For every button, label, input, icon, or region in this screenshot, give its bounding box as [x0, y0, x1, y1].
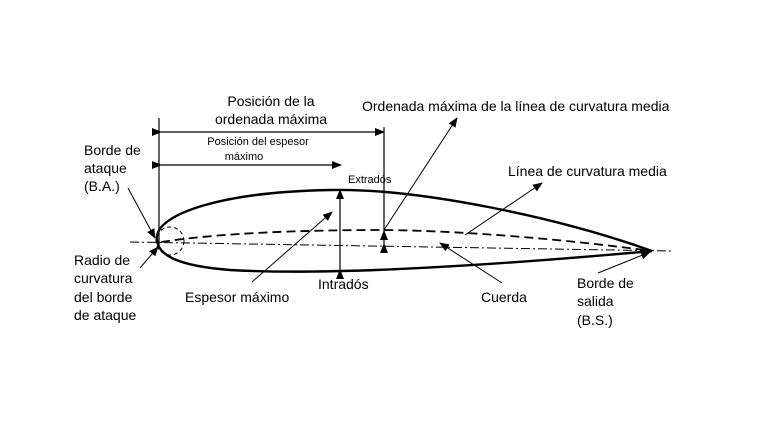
- label-borde-salida-2: salida: [577, 293, 614, 309]
- leader-ordenada-maxima: [383, 117, 458, 231]
- leader-borde-salida: [597, 251, 651, 274]
- label-borde-ataque-3: (B.A.): [84, 178, 120, 194]
- label-posicion-espesor-2: máximo: [225, 151, 264, 163]
- leader-radio: [139, 246, 159, 269]
- label-cuerda: Cuerda: [481, 289, 527, 305]
- label-espesor-maximo: Espesor máximo: [185, 289, 289, 305]
- label-linea-curvatura: Línea de curvatura media: [508, 163, 667, 179]
- leader-espesor-maximo: [251, 211, 333, 283]
- mean-camber-line: [160, 229, 653, 252]
- leader-borde-ataque: [127, 187, 156, 239]
- label-radio-3: del borde: [74, 289, 133, 305]
- label-intrados: Intradós: [318, 276, 369, 292]
- label-borde-ataque-1: Borde de: [84, 142, 141, 158]
- label-radio-4: de ataque: [74, 307, 136, 323]
- chord-line: [129, 241, 673, 252]
- label-radio-1: Radio de: [74, 252, 130, 268]
- leader-linea-curvatura: [464, 182, 543, 236]
- label-posicion-ordenada-1: Posición de la: [227, 93, 314, 109]
- label-radio-2: curvatura: [74, 270, 133, 286]
- label-ordenada-maxima: Ordenada máxima de la línea de curvatura…: [362, 98, 670, 114]
- label-extrados: Extradós: [348, 174, 392, 186]
- leading-edge-radius-circle: [155, 226, 185, 256]
- label-borde-ataque-2: ataque: [84, 160, 127, 176]
- leader-cuerda: [439, 242, 503, 284]
- label-posicion-espesor-1: Posición del espesor: [207, 136, 309, 148]
- label-posicion-ordenada-2: ordenada máxima: [215, 111, 327, 127]
- label-borde-salida-1: Borde de: [577, 275, 634, 291]
- label-borde-salida-3: (B.S.): [577, 312, 613, 328]
